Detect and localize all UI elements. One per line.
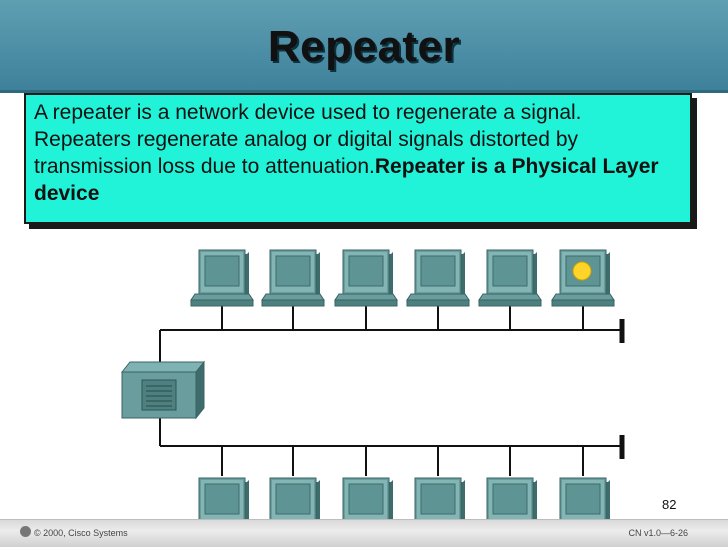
- signal-indicator-icon: [572, 261, 592, 281]
- top-drops: [221, 306, 584, 330]
- title-bar: [0, 0, 728, 93]
- version-text: CN v1.0—6-26: [628, 528, 688, 538]
- definition-bold-text: Repeater is a Physical Layer device: [34, 155, 659, 205]
- bottom-drops: [221, 446, 584, 476]
- slide-title: Repeater: [267, 22, 461, 71]
- cisco-logo-icon: [20, 526, 31, 537]
- workstation-icon: [478, 249, 542, 307]
- footer-bar: [0, 519, 728, 547]
- repeater-icon: [120, 360, 206, 420]
- workstation-icon: [261, 249, 325, 307]
- workstation-icon: [334, 249, 398, 307]
- workstation-icon: [190, 249, 254, 307]
- definition-text: A repeater is a network device used to r…: [34, 101, 582, 178]
- page-number: 82: [662, 497, 677, 512]
- workstation-icon: [406, 249, 470, 307]
- definition-box: A repeater is a network device used to r…: [24, 93, 692, 224]
- copyright-text: © 2000, Cisco Systems: [34, 528, 128, 538]
